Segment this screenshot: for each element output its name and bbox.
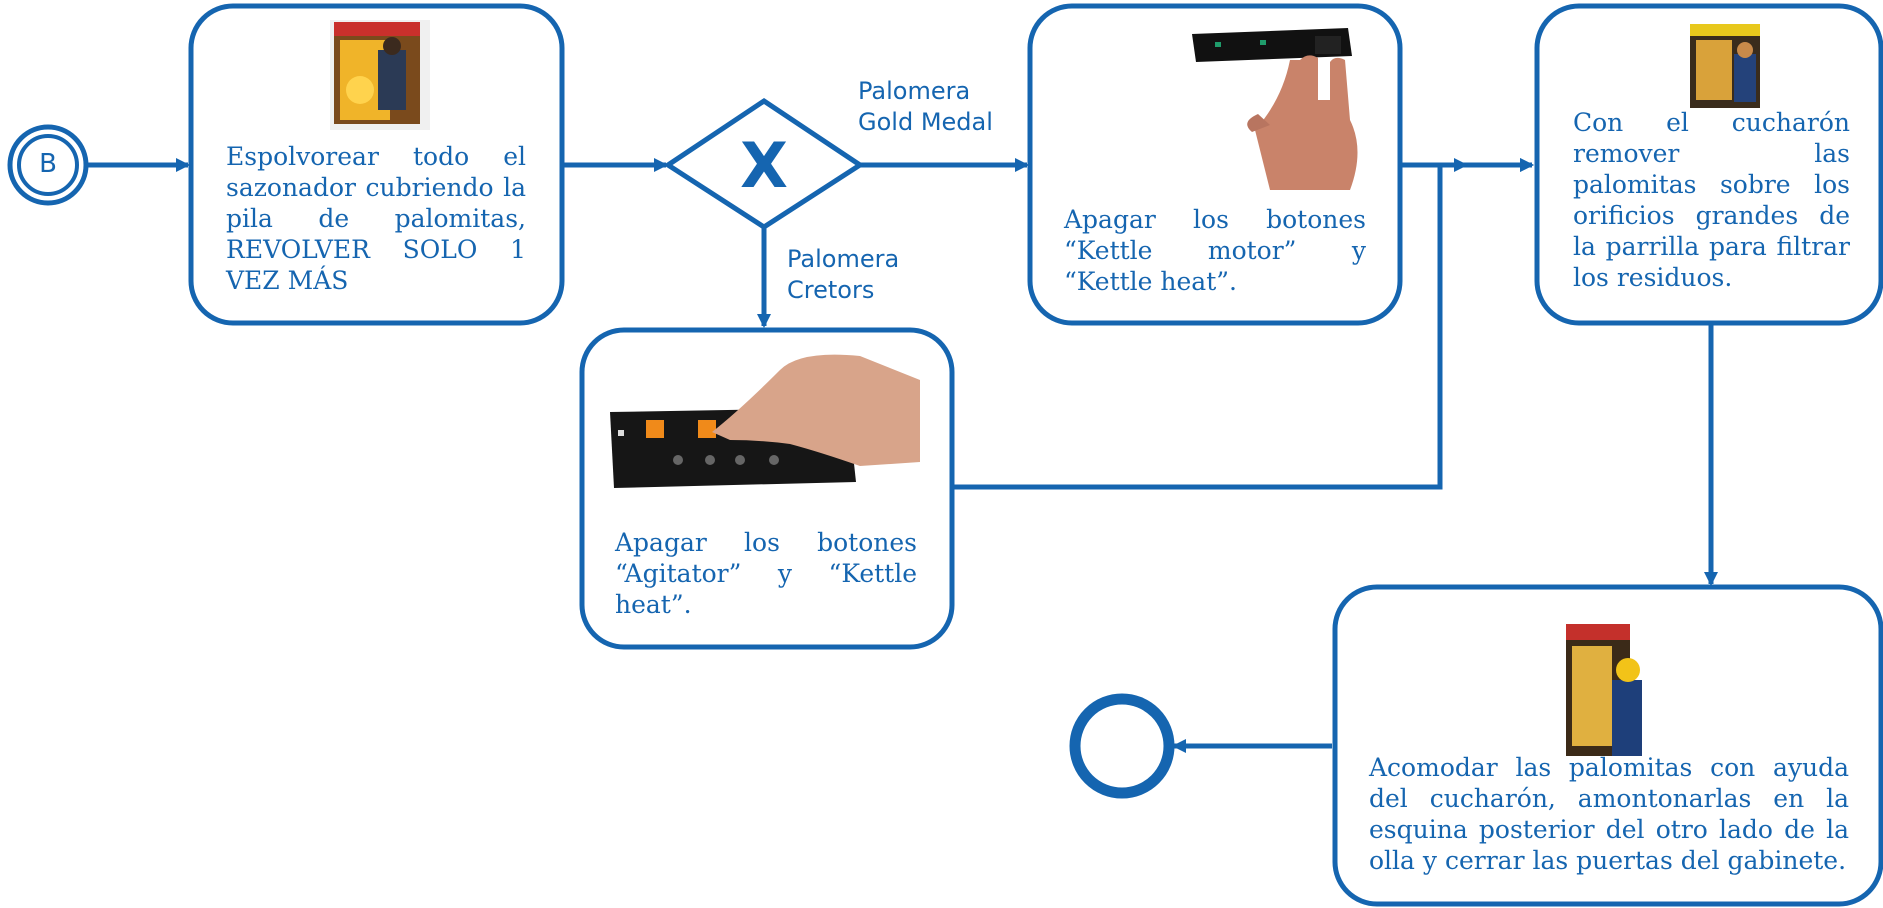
task-text-cretors: Apagar los botones “Agitator” y “Kettle …: [615, 528, 917, 619]
task-box-stir: [1534, 3, 1883, 326]
task-text-sprinkle: Espolvorear todo el sazonador cubriendo …: [226, 142, 526, 295]
end-event: [1069, 693, 1175, 799]
exclusive-gateway: [663, 97, 865, 230]
popcorn-machine-photo: [330, 20, 430, 130]
hand-pressing-switch-photo: [1192, 28, 1358, 190]
task-box-sprinkle: [188, 3, 565, 326]
start-event-label: B: [39, 149, 57, 179]
flow-label-cretors: Palomera Cretors: [787, 245, 900, 304]
control-panel-photo: [610, 354, 920, 488]
flow-label-gold-medal: Palomera Gold Medal: [858, 77, 993, 136]
task-text-arrange: Acomodar las palomitas con ayuda del cuc…: [1369, 753, 1849, 875]
task-text-stir: Con el cucharón remover las palomitas so…: [1573, 108, 1850, 292]
gateway-symbol: X: [740, 129, 788, 202]
worker-at-popcorn-machine-photo: [1566, 624, 1642, 756]
task-text-gold-medal: Apagar los botones “Kettle motor” y “Ket…: [1064, 205, 1366, 296]
flow-cretors-to-merge: [953, 165, 1443, 490]
popcorn-cart-photo: [1690, 24, 1760, 108]
